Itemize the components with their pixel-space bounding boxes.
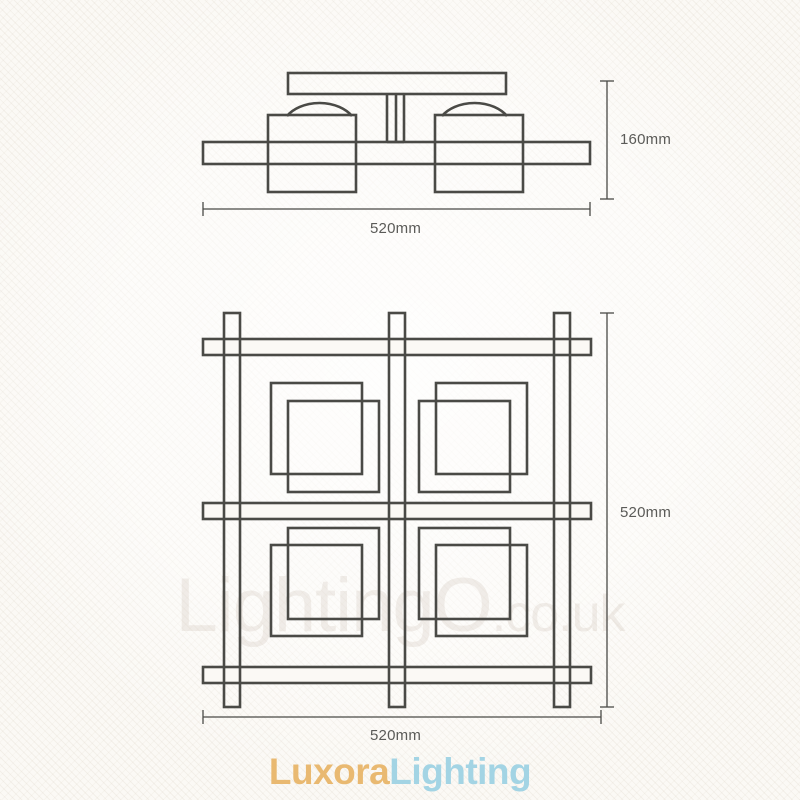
lamp-square-inner-bottom-left <box>286 526 381 621</box>
lamp-square-outer-bottom-left <box>269 543 364 638</box>
lamp-square-inner-top-right <box>417 399 512 494</box>
shade-box-right <box>433 113 525 194</box>
dimension-label-plan-height: 520mm <box>620 504 672 521</box>
cross-bar <box>201 140 592 166</box>
brand-logo-lighting: Lighting <box>389 751 532 792</box>
dome-right <box>441 101 508 117</box>
dimension-plan-height <box>600 312 614 708</box>
side-elevation-view <box>201 71 614 216</box>
dome-left <box>286 101 353 117</box>
shade-box-left <box>266 113 358 194</box>
plan-vertical-bar-crossings <box>222 339 572 683</box>
ceiling-plate <box>286 71 508 96</box>
dimension-label-plan-width: 520mm <box>370 727 422 744</box>
brand-logo: LuxoraLighting <box>0 753 800 790</box>
plan-horizontal-bar-middle <box>201 501 593 521</box>
brand-logo-luxora: Luxora <box>268 751 390 792</box>
lamp-square-outer-top-left <box>269 381 364 476</box>
dimension-label-side-height: 160mm <box>620 131 672 148</box>
dimension-label-side-width: 520mm <box>370 220 422 237</box>
dimension-side-height <box>600 80 614 200</box>
plan-view <box>201 311 614 724</box>
plan-horizontal-bar-top <box>201 337 593 357</box>
dimension-plan-width <box>202 710 602 724</box>
dimension-side-width <box>202 202 591 216</box>
lamp-square-outer-bottom-right <box>434 543 529 638</box>
plan-horizontal-bar-bottom <box>201 665 593 685</box>
lamp-square-inner-bottom-right <box>417 526 512 621</box>
lamp-square-inner-top-left <box>286 399 381 494</box>
lamp-square-outer-top-right <box>434 381 529 476</box>
